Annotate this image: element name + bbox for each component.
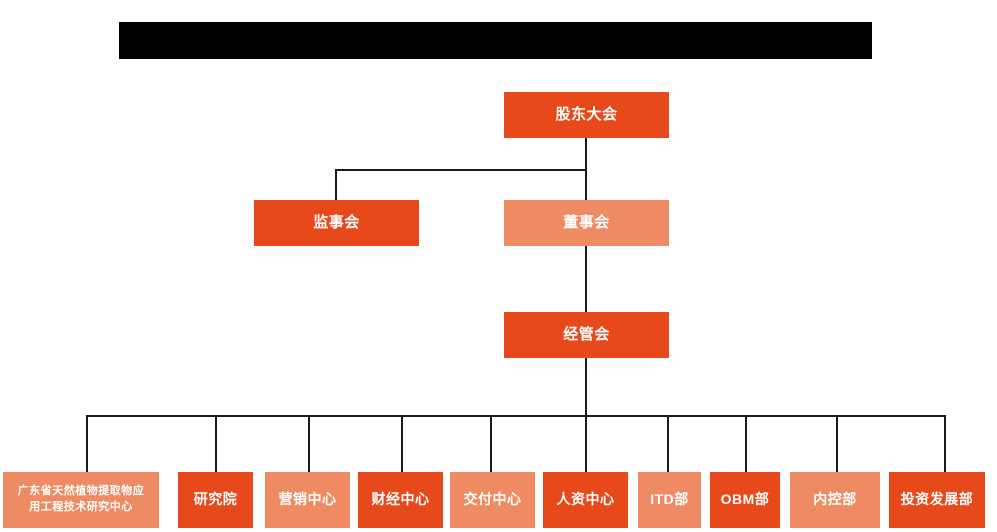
redacted-title-bar <box>119 22 872 59</box>
node-board-of-supervisors[interactable]: 监事会 <box>254 200 419 246</box>
node-department-label: 广东省天然植物提取物应 用工程技术研究中心 <box>17 485 145 513</box>
node-management-committee-label: 经管会 <box>563 325 610 343</box>
node-department-research-institute[interactable]: 研究院 <box>178 472 253 528</box>
node-board-of-supervisors-label: 监事会 <box>313 213 360 231</box>
connector-departments-bus <box>86 415 945 417</box>
node-department-label: 营销中心 <box>278 491 337 508</box>
connector-department-drop-6 <box>585 415 587 472</box>
connector-department-drop-9 <box>836 415 838 472</box>
connector-management-drop <box>585 358 587 416</box>
node-department-label: OBM部 <box>720 491 770 508</box>
node-department-delivery-center[interactable]: 交付中心 <box>450 472 535 528</box>
node-department-label: 投资发展部 <box>900 491 974 508</box>
connector-department-drop-7 <box>667 415 669 472</box>
node-department-internal-control[interactable]: 内控部 <box>790 472 880 528</box>
node-department-obm[interactable]: OBM部 <box>710 472 780 528</box>
node-department-label: 研究院 <box>193 491 238 508</box>
node-shareholders-meeting-label: 股东大会 <box>555 105 618 123</box>
connector-department-drop-10 <box>944 415 946 472</box>
node-department-marketing-center[interactable]: 营销中心 <box>265 472 350 528</box>
node-department-itd[interactable]: ITD部 <box>638 472 701 528</box>
connector-department-drop-2 <box>215 415 217 472</box>
node-department-guangdong-research-center[interactable]: 广东省天然植物提取物应 用工程技术研究中心 <box>3 472 159 528</box>
node-department-label: 交付中心 <box>463 491 522 508</box>
node-department-investment-development[interactable]: 投资发展部 <box>889 472 985 528</box>
connector-department-drop-3 <box>308 415 310 472</box>
node-management-committee[interactable]: 经管会 <box>504 312 669 358</box>
node-board-of-directors-label: 董事会 <box>563 213 610 231</box>
node-department-hr-center[interactable]: 人资中心 <box>543 472 628 528</box>
node-department-finance-center[interactable]: 财经中心 <box>358 472 443 528</box>
connector-supervisors-drop <box>335 169 337 200</box>
node-board-of-directors[interactable]: 董事会 <box>504 200 669 246</box>
connector-shareholders-drop <box>585 138 587 169</box>
node-department-label: 人资中心 <box>556 491 615 508</box>
connector-department-drop-5 <box>490 415 492 472</box>
connector-directors-to-management <box>585 246 587 312</box>
connector-department-drop-1 <box>86 415 88 472</box>
connector-level2-bus <box>335 169 586 171</box>
node-department-label: 财经中心 <box>371 491 430 508</box>
connector-directors-drop <box>585 169 587 200</box>
node-shareholders-meeting[interactable]: 股东大会 <box>504 92 669 138</box>
connector-department-drop-8 <box>745 415 747 472</box>
node-department-label: 内控部 <box>813 491 857 508</box>
node-department-label: ITD部 <box>650 491 689 508</box>
connector-department-drop-4 <box>401 415 403 472</box>
